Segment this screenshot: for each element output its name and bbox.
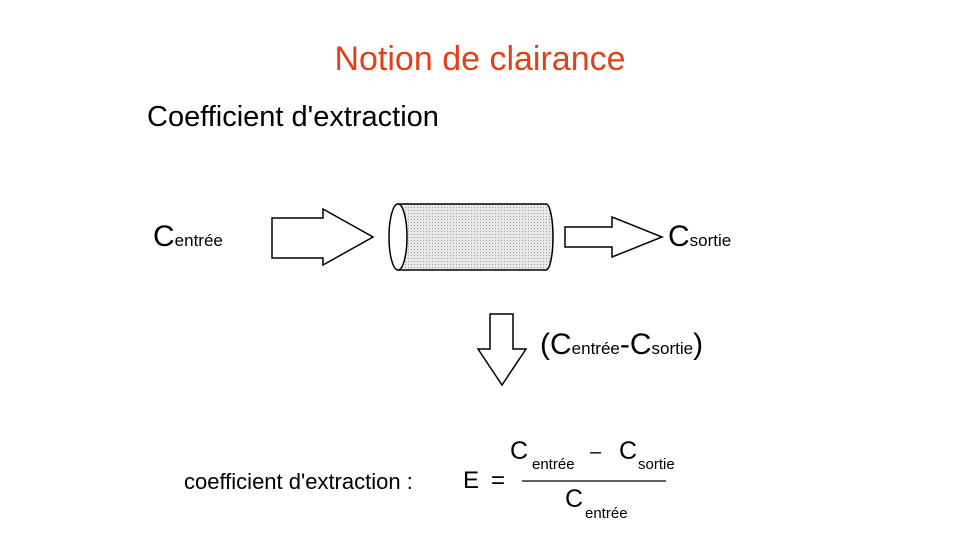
arrow-down-icon (476, 313, 528, 387)
diff-a-symbol: C (550, 328, 572, 361)
diff-open-paren: ( (540, 328, 550, 361)
input-c-sub: entrée (174, 231, 223, 250)
denominator-sub: entrée (585, 505, 628, 522)
diff-b-symbol: C (629, 328, 652, 361)
formula-var: E (463, 467, 480, 494)
input-concentration-label: Centrée (153, 220, 223, 254)
numerator-b-symbol: C (619, 437, 638, 465)
difference-expression: (Centrée-Csortie) (540, 328, 703, 362)
numerator-minus: – (590, 441, 602, 463)
input-c-symbol: C (153, 220, 175, 253)
arrow-right-small-icon (564, 215, 665, 259)
numerator-a-sub: entrée (532, 456, 575, 473)
formula-label: coefficient d'extraction : (184, 469, 413, 494)
output-concentration-label: Csortie (668, 220, 731, 254)
slide-subtitle: Coefficient d'extraction (147, 101, 439, 133)
arrow-right-large-icon (271, 207, 375, 267)
diff-minus: - (619, 328, 630, 361)
numerator-a-symbol: C (510, 437, 529, 465)
output-c-sub: sortie (689, 231, 732, 250)
denominator-symbol: C (565, 485, 584, 513)
output-c-symbol: C (668, 220, 690, 253)
formula-equals: = (491, 467, 506, 494)
slide-title: Notion de clairance (334, 40, 626, 78)
numerator-b-sub: sortie (638, 456, 675, 473)
diff-b-sub: sortie (651, 339, 694, 358)
cylinder-tube-icon (388, 203, 554, 271)
diff-close-paren: ) (693, 328, 704, 361)
diff-a-sub: entrée (571, 339, 620, 358)
